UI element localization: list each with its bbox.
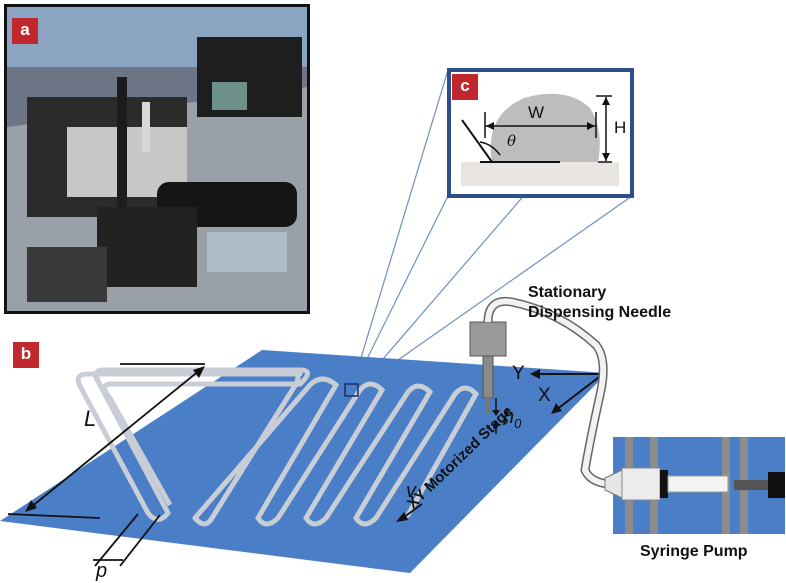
needle-holder xyxy=(469,321,507,357)
contact-angle-ray xyxy=(461,119,493,163)
pump-motor-block xyxy=(768,472,785,498)
theta-arc xyxy=(479,141,501,156)
W-label: W xyxy=(528,103,545,122)
y-axis-label: Y xyxy=(512,363,525,384)
v-label: v xyxy=(406,480,416,502)
panel-label-c: c xyxy=(452,74,478,100)
p-extension-right xyxy=(119,514,161,567)
L-dimension-line xyxy=(29,369,201,509)
L-arrow-head xyxy=(193,366,205,378)
H-arrow-bottom xyxy=(602,153,610,161)
syringe-plunger-seal xyxy=(660,470,668,498)
x-axis-label: X xyxy=(538,385,551,406)
syringe-tip xyxy=(604,469,623,499)
needle-label-line2: Dispensing Needle xyxy=(528,304,672,321)
h0-label: h0 xyxy=(503,406,522,431)
H-label: H xyxy=(614,118,627,137)
syringe-barrel xyxy=(621,467,661,501)
syringe-plunger xyxy=(667,475,729,493)
L-label: L xyxy=(84,406,97,431)
needle-body xyxy=(482,355,494,399)
projection-line xyxy=(357,195,633,389)
tubing xyxy=(485,298,609,487)
h0-arrow-top-head xyxy=(492,410,500,416)
lead-screw xyxy=(734,480,768,490)
p-label: p xyxy=(96,560,108,582)
H-arrow-top xyxy=(602,97,610,105)
h0-arrow-bottom-head xyxy=(492,420,500,426)
setup-photo xyxy=(4,4,310,314)
needle-tip xyxy=(486,398,490,414)
y-axis-arrow-head xyxy=(530,369,540,379)
inset-marker xyxy=(344,383,359,397)
W-arrow-left xyxy=(486,122,494,130)
L-arrow-tail xyxy=(25,500,37,512)
p-extension-left xyxy=(94,513,139,567)
x-axis-arrow-head xyxy=(551,403,562,414)
v-arrow-head xyxy=(396,512,408,522)
theta-label: θ xyxy=(507,132,517,150)
projection-line xyxy=(350,69,449,392)
W-arrow-right xyxy=(587,122,595,130)
droplet xyxy=(490,93,600,162)
substrate xyxy=(461,162,619,186)
L-extension-bottom xyxy=(7,513,101,519)
needle-label-line1: Stationary xyxy=(528,284,607,301)
panel-label-a: a xyxy=(12,18,38,44)
syringe-pump-label: Syringe Pump xyxy=(640,543,748,560)
serpentine-trace xyxy=(75,369,480,527)
x-axis-arrow xyxy=(555,373,604,411)
setup-photo-drawing xyxy=(7,7,307,311)
panel-label-b: b xyxy=(13,342,39,368)
